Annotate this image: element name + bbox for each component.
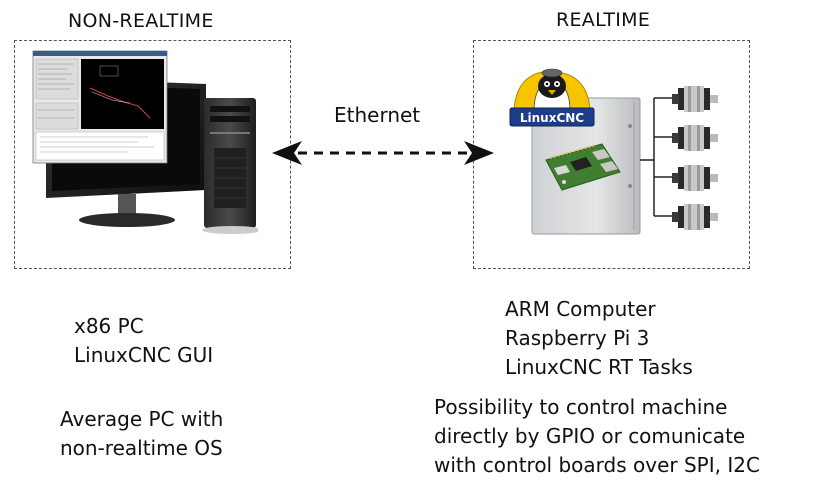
realtime-title: REALTIME — [556, 9, 651, 31]
right-note-line: with control boards over SPI, I2C — [434, 453, 760, 477]
left-note-line: Average PC with — [60, 407, 224, 431]
right-spec-text: ARM Computer Raspberry Pi 3 LinuxCNC RT … — [505, 295, 693, 382]
linuxcnc-penguin-logo: LinuxCNC — [509, 68, 595, 127]
logo-text: LinuxCNC — [520, 111, 584, 125]
left-note-line: non-realtime OS — [60, 436, 223, 460]
right-note-line: directly by GPIO or comunicate — [434, 424, 746, 448]
ethernet-link-arrow — [272, 141, 494, 165]
raspberry-pi-board-icon — [545, 143, 621, 191]
left-spec-line: x86 PC — [74, 314, 144, 338]
right-note-line: Possibility to control machine — [434, 395, 728, 419]
left-note-text: Average PC with non-realtime OS — [60, 405, 223, 463]
desktop-pc-icon — [32, 50, 258, 234]
stepper-motor-icon — [672, 204, 718, 230]
ethernet-label: Ethernet — [334, 103, 421, 127]
stepper-motor-icon — [672, 86, 718, 112]
right-note-text: Possibility to control machine directly … — [434, 393, 760, 480]
stepper-motor-icon — [672, 165, 718, 191]
right-spec-line: ARM Computer — [505, 297, 656, 321]
left-spec-line: LinuxCNC GUI — [74, 343, 214, 367]
right-spec-line: LinuxCNC RT Tasks — [505, 355, 693, 379]
non-realtime-title: NON-REALTIME — [68, 10, 214, 32]
left-spec-text: x86 PC LinuxCNC GUI — [74, 312, 213, 370]
stepper-motor-icon — [672, 125, 718, 151]
right-spec-line: Raspberry Pi 3 — [505, 326, 650, 350]
